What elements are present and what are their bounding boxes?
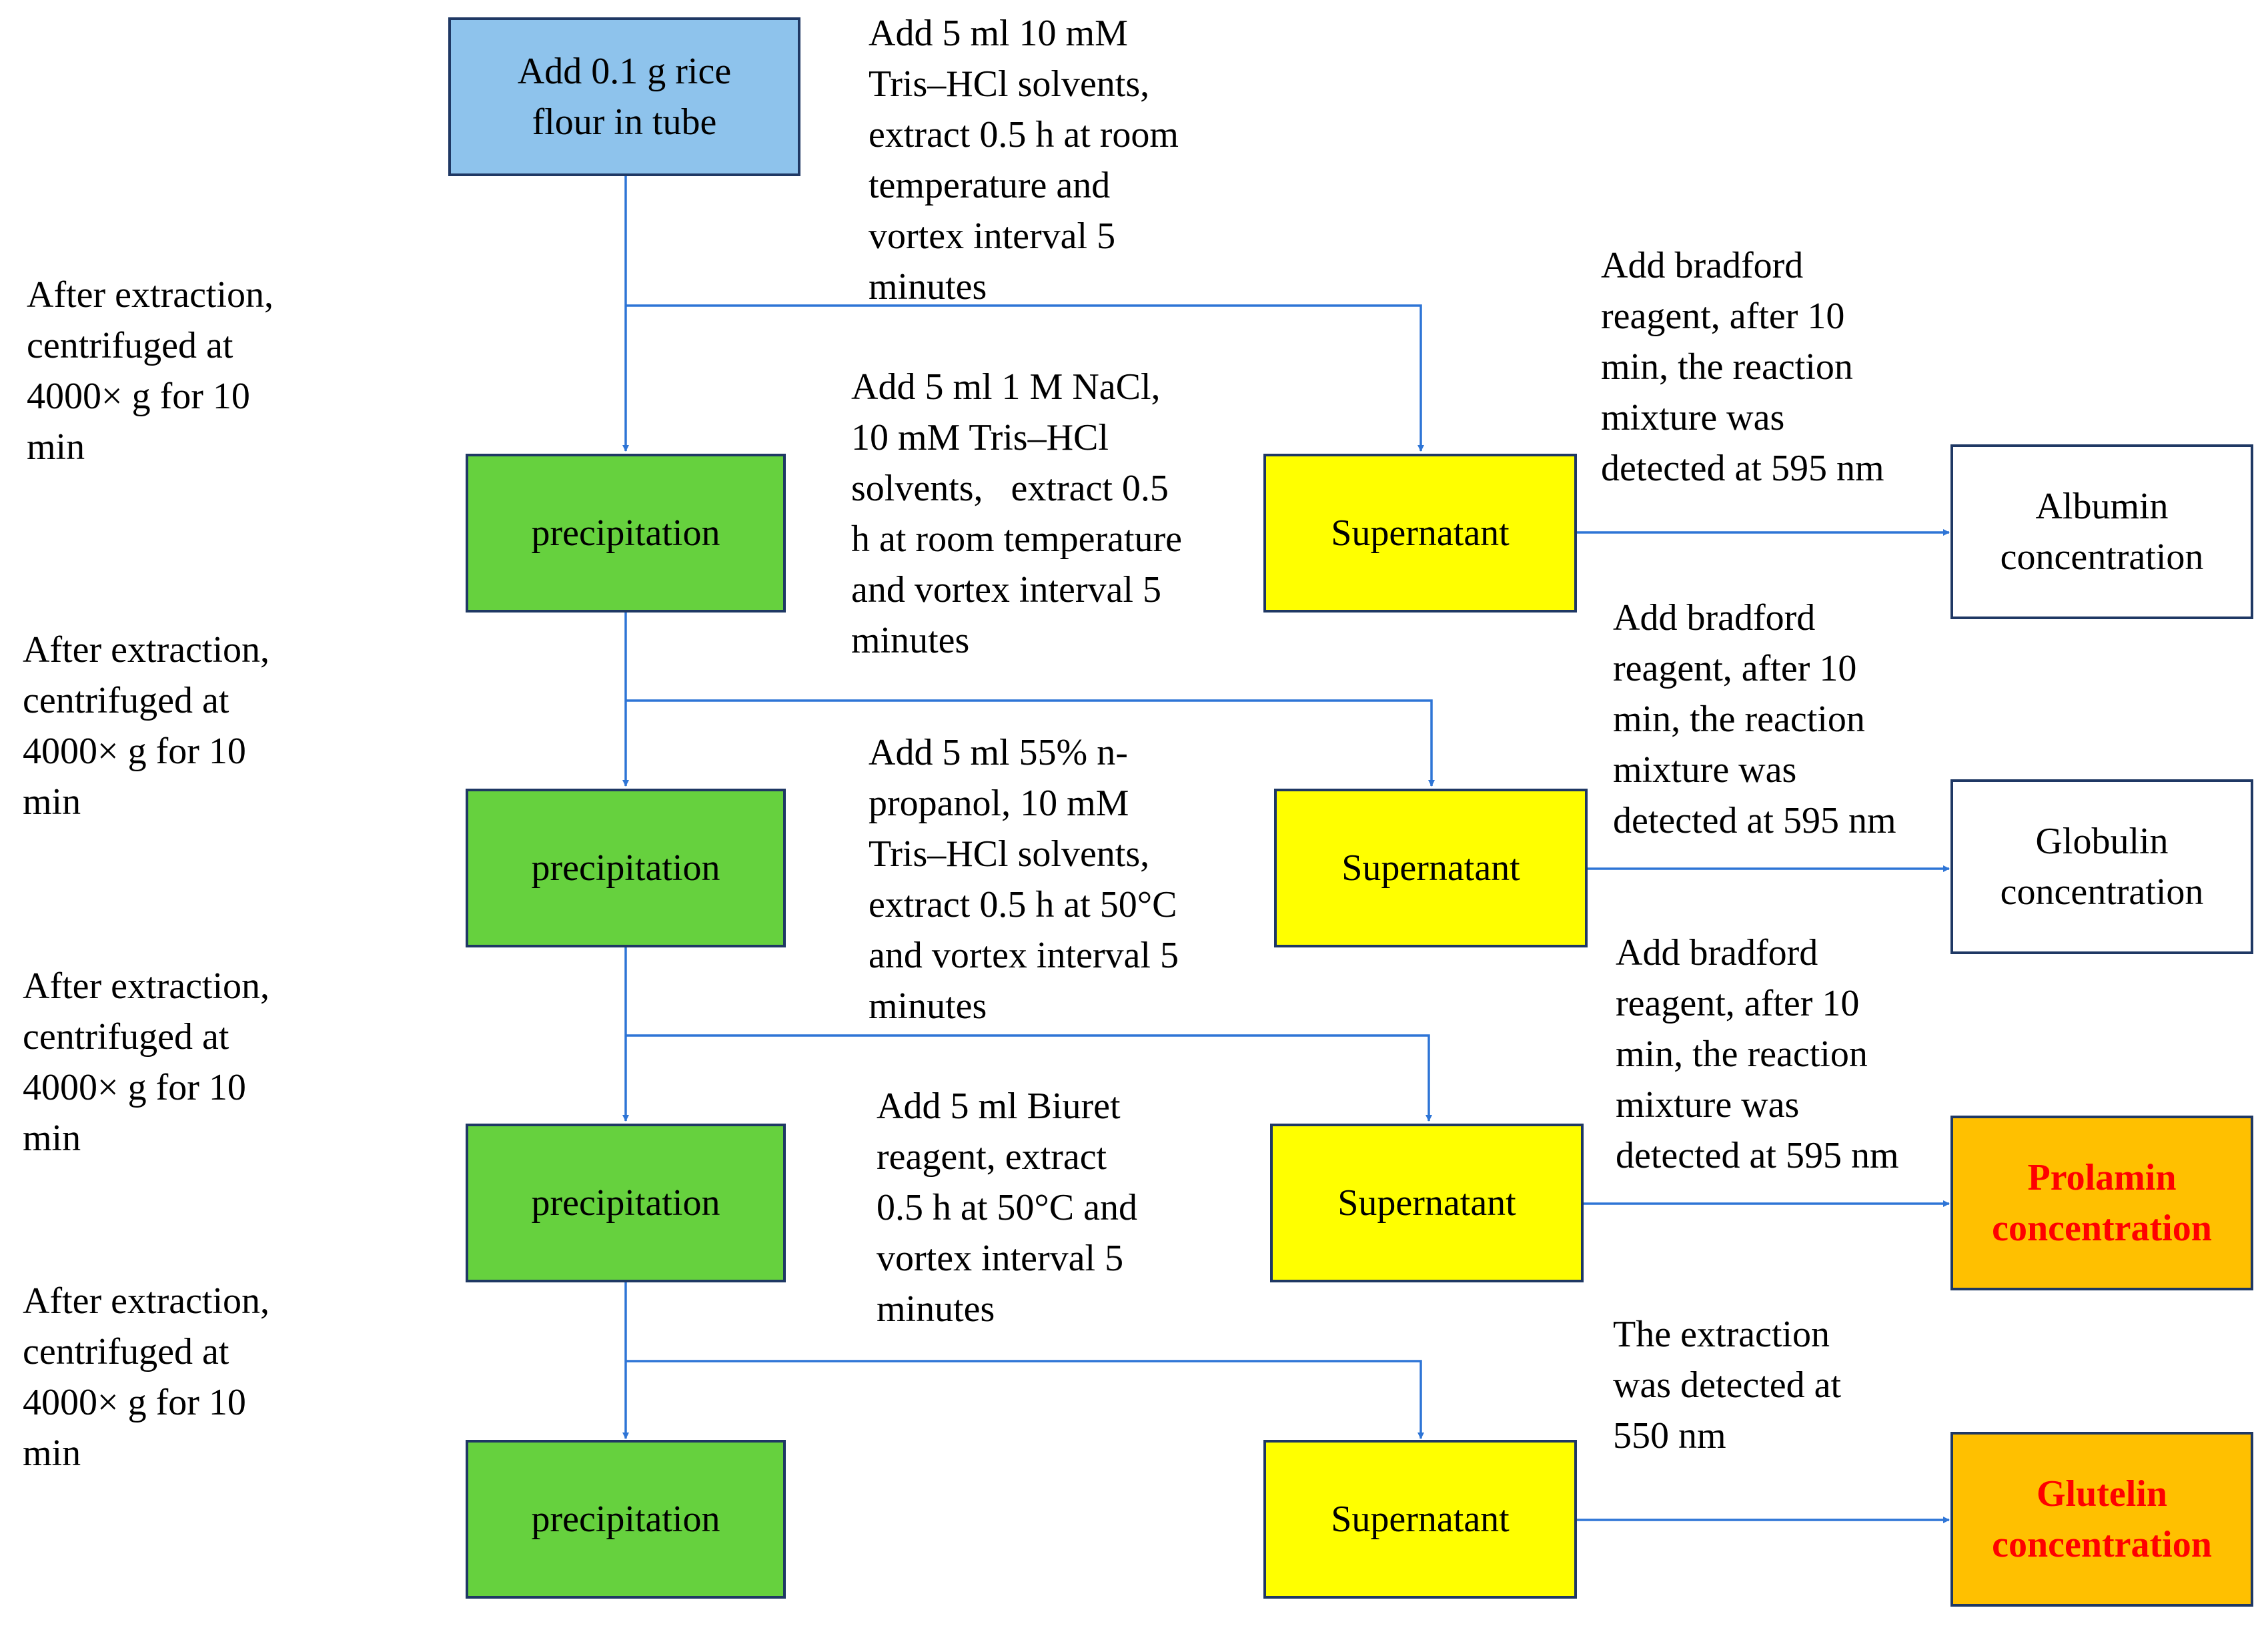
- start-box: Add 0.1 g rice flour in tube: [448, 17, 800, 176]
- centrifuge-note-3: After extraction, centrifuged at 4000× g…: [23, 965, 270, 1159]
- connector-branch-3: [626, 1034, 1432, 1122]
- precipitation-box-2: precipitation: [466, 789, 786, 947]
- precipitation-box-3: precipitation: [466, 1124, 786, 1282]
- glutelin-result-box: Glutelin concentration: [1950, 1432, 2253, 1607]
- prolamin-result-box: Prolamin concentration: [1950, 1116, 2253, 1290]
- supernatant-box-2: Supernatant: [1274, 789, 1588, 947]
- glutelin-result-label: Glutelin concentration: [1992, 1473, 2212, 1565]
- detection-step-4: The extraction was detected at 550 nm: [1613, 1314, 1842, 1457]
- albumin-result-box: Albumin concentration: [1950, 444, 2253, 619]
- supernatant-label: Supernatant: [1341, 847, 1520, 889]
- centrifuge-note-1: After extraction, centrifuged at 4000× g…: [27, 274, 274, 468]
- centrifuge-note-4: After extraction, centrifuged at 4000× g…: [23, 1280, 270, 1474]
- precipitation-label: precipitation: [531, 512, 720, 554]
- precipitation-box-1: precipitation: [466, 454, 786, 613]
- extraction-step-1: Add 5 ml 10 mM Tris–HCl solvents, extrac…: [869, 13, 1179, 308]
- detection-step-2: Add bradford reagent, after 10 min, the …: [1613, 597, 1896, 841]
- precipitation-box-4: precipitation: [466, 1440, 786, 1599]
- prolamin-result-label: Prolamin concentration: [1992, 1157, 2212, 1249]
- connector-branch-1: [626, 304, 1424, 452]
- supernatant-box-1: Supernatant: [1263, 454, 1577, 613]
- supernatant-label: Supernatant: [1331, 512, 1510, 554]
- detection-step-1: Add bradford reagent, after 10 min, the …: [1601, 245, 1884, 489]
- supernatant-label: Supernatant: [1331, 1499, 1510, 1540]
- supernatant-box-3: Supernatant: [1270, 1124, 1584, 1282]
- start-label: Add 0.1 g rice flour in tube: [517, 51, 732, 143]
- supernatant-label: Supernatant: [1337, 1182, 1516, 1224]
- precipitation-label: precipitation: [531, 1499, 720, 1540]
- extraction-step-4: Add 5 ml Biuret reagent, extract 0.5 h a…: [877, 1086, 1138, 1330]
- detection-step-3: Add bradford reagent, after 10 min, the …: [1616, 932, 1899, 1176]
- supernatant-box-4: Supernatant: [1263, 1440, 1577, 1599]
- albumin-result-label: Albumin concentration: [2000, 486, 2204, 578]
- extraction-step-2: Add 5 ml 1 M NaCl, 10 mM Tris–HCl solven…: [851, 366, 1183, 661]
- centrifuge-note-2: After extraction, centrifuged at 4000× g…: [23, 629, 270, 823]
- globulin-result-box: Globulin concentration: [1950, 779, 2253, 954]
- globulin-result-label: Globulin concentration: [2000, 821, 2204, 913]
- connector-branch-2: [626, 699, 1435, 787]
- connector-branch-4: [626, 1360, 1424, 1439]
- precipitation-label: precipitation: [531, 847, 720, 889]
- precipitation-label: precipitation: [531, 1182, 720, 1224]
- extraction-step-3: Add 5 ml 55% n- propanol, 10 mM Tris–HCl…: [869, 732, 1179, 1027]
